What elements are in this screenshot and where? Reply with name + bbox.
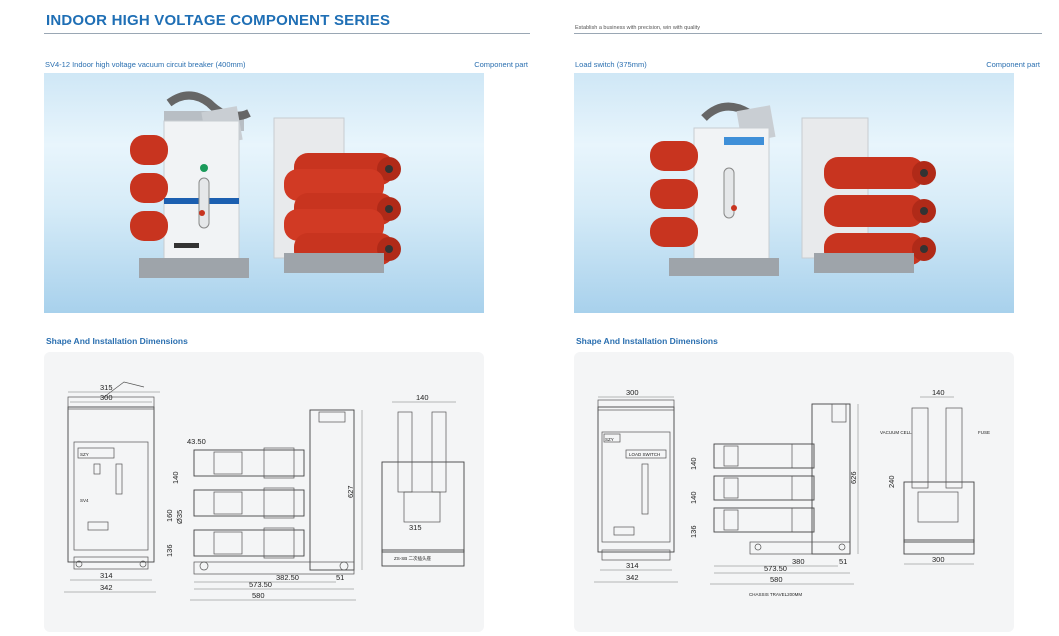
dim-160: 160 bbox=[165, 509, 174, 522]
tagline: Establish a business with precision, win… bbox=[575, 25, 701, 31]
dimension-drawing-svg: SZY SV4 315 300 314 342 bbox=[64, 381, 465, 601]
panel-label-right: LOAD SWITCH bbox=[629, 452, 660, 457]
dim-35: Ø35 bbox=[175, 510, 184, 524]
component-label: Component part bbox=[474, 60, 528, 69]
product-photo-right bbox=[574, 73, 1014, 313]
section-title: Shape And Installation Dimensions bbox=[46, 336, 188, 346]
dim-51-right: 51 bbox=[839, 557, 847, 566]
dim-315: 315 bbox=[100, 383, 113, 392]
product-caption: SV4-12 Indoor high voltage vacuum circui… bbox=[45, 60, 246, 69]
dim-314: 314 bbox=[100, 571, 113, 580]
dim-140: 140 bbox=[171, 471, 180, 484]
right-page: Establish a business with precision, win… bbox=[574, 0, 1042, 636]
dim-140a-right: 140 bbox=[689, 457, 698, 470]
left-page: INDOOR HIGH VOLTAGE COMPONENT SERIES SV4… bbox=[44, 0, 530, 636]
dim-136-right: 136 bbox=[689, 525, 698, 538]
dim-627: 627 bbox=[346, 485, 355, 498]
product-caption-right: Load switch (375mm) bbox=[575, 60, 647, 69]
breaker-photo-illustration bbox=[130, 91, 401, 278]
panel-brand-right: SZY bbox=[605, 437, 614, 442]
dim-side-300-right: 300 bbox=[932, 555, 945, 564]
load-switch-rear-unit bbox=[801, 117, 936, 273]
dimension-drawing-right-svg: SZY LOAD SWITCH 300 314 342 bbox=[594, 388, 990, 597]
rear-view-right: 140 VACUUM CELL FUSE 240 300 bbox=[880, 388, 990, 565]
product-photo bbox=[44, 73, 484, 313]
dim-342-right: 342 bbox=[626, 573, 639, 582]
rear-view: 140 315 ZS-SB 二次插头座 bbox=[381, 393, 465, 567]
base-label: ZS-SB 二次插头座 bbox=[394, 555, 432, 562]
load-switch-photo-illustration bbox=[650, 102, 936, 276]
dim-240-right: 240 bbox=[887, 475, 896, 488]
panel-brand: SZY bbox=[80, 452, 89, 457]
dim-300-right: 300 bbox=[626, 388, 639, 397]
dimension-drawing: SZY SV4 315 300 314 342 bbox=[44, 352, 484, 632]
side-view: 43.50 140 160 Ø35 136 382.50 51 573.50 5… bbox=[165, 409, 363, 601]
dim-38250: 382.50 bbox=[276, 573, 299, 582]
dim-140b-right: 140 bbox=[689, 491, 698, 504]
breaker-rear-unit bbox=[273, 117, 401, 273]
dim-51: 51 bbox=[336, 573, 344, 582]
dim-380-right: 380 bbox=[792, 557, 805, 566]
dim-side-140: 140 bbox=[416, 393, 429, 402]
component-label-right: Component part bbox=[986, 60, 1040, 69]
title-divider-right bbox=[574, 33, 1042, 34]
side-view-right: 140 140 136 380 51 573.50 580 CHASSIS TR… bbox=[689, 403, 859, 597]
dim-57350-right: 573.50 bbox=[764, 564, 787, 573]
front-view: SZY SV4 315 300 314 342 bbox=[64, 381, 160, 593]
title-divider bbox=[44, 33, 530, 34]
fuse-label: FUSE bbox=[978, 430, 990, 435]
dim-4350: 43.50 bbox=[187, 437, 206, 446]
chassis-travel: CHASSIS TRAVEL200MM bbox=[749, 592, 802, 597]
dim-300: 300 bbox=[100, 393, 113, 402]
load-switch-front-unit bbox=[650, 102, 779, 276]
front-view-right: SZY LOAD SWITCH 300 314 342 bbox=[594, 388, 678, 583]
dim-57350: 573.50 bbox=[249, 580, 272, 589]
dim-580: 580 bbox=[252, 591, 265, 600]
page-title: INDOOR HIGH VOLTAGE COMPONENT SERIES bbox=[46, 12, 391, 29]
panel-label: SV4 bbox=[80, 498, 89, 503]
dim-342: 342 bbox=[100, 583, 113, 592]
dimension-drawing-right: SZY LOAD SWITCH 300 314 342 bbox=[574, 352, 1014, 632]
section-title-right: Shape And Installation Dimensions bbox=[576, 336, 718, 346]
dim-626-right: 626 bbox=[849, 471, 858, 484]
dim-314-right: 314 bbox=[626, 561, 639, 570]
breaker-front-unit bbox=[130, 91, 251, 278]
dim-side-140-right: 140 bbox=[932, 388, 945, 397]
dim-580-right: 580 bbox=[770, 575, 783, 584]
vacuum-cell-label: VACUUM CELL bbox=[880, 430, 912, 435]
dim-side-315: 315 bbox=[409, 523, 422, 532]
dim-136: 136 bbox=[165, 544, 174, 557]
